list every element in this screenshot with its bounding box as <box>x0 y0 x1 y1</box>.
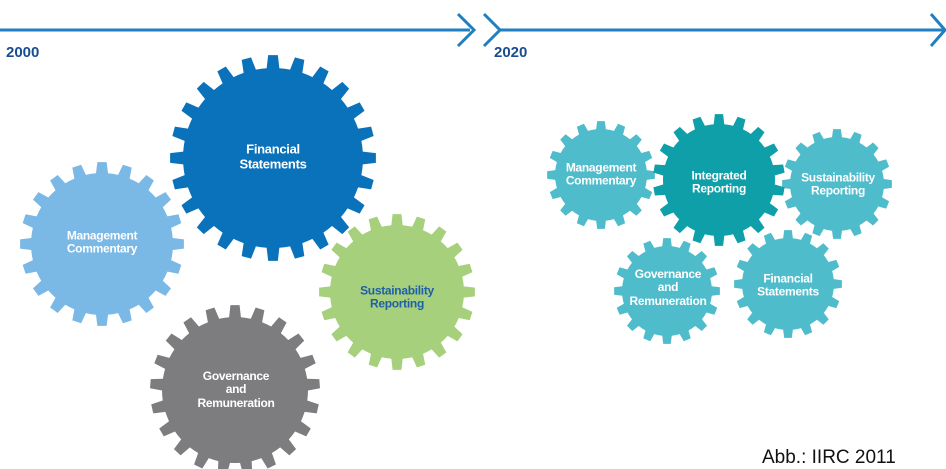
gear-management-commentary-2000 <box>20 162 184 326</box>
timeline-arrow-2000 <box>0 12 477 48</box>
label-line: Management <box>66 228 138 243</box>
label-line: Sustainability <box>360 283 434 298</box>
label-line: and <box>225 382 247 397</box>
label-line: Governance <box>634 266 702 281</box>
label-line: Reporting <box>811 184 865 198</box>
label-line: Remuneration <box>197 395 275 410</box>
timeline-arrow-2020 <box>482 12 946 48</box>
label-line: Financial <box>246 141 300 157</box>
gear-management-commentary-2020 <box>547 121 655 229</box>
label-line: Statements <box>239 156 307 171</box>
label-line: Governance <box>202 368 270 383</box>
gear-governance-remuneration-2020 <box>614 238 720 344</box>
gear-sustainability-reporting-2000 <box>319 214 475 370</box>
label-line: Commentary <box>66 242 138 256</box>
label-line: Statements <box>757 285 819 299</box>
gear-financial-statements-2020 <box>734 230 842 338</box>
label-line: Sustainability <box>801 170 875 185</box>
gear-integrated-reporting-2020 <box>653 114 785 246</box>
gear-governance-remuneration-2000 <box>150 305 320 469</box>
gear-sustainability-reporting-2020 <box>782 129 892 239</box>
year-label-2020: 2020 <box>494 44 528 61</box>
year-label-2000: 2000 <box>6 44 40 61</box>
label-line: Reporting <box>692 182 746 196</box>
label-line: Integrated <box>691 168 747 183</box>
source-credit: Abb.: IIRC 2011 <box>762 447 896 468</box>
label-line: Remuneration <box>629 293 707 308</box>
label-line: Commentary <box>565 174 637 188</box>
label-line: and <box>657 280 679 295</box>
label-line: Reporting <box>370 297 424 311</box>
label-line: Management <box>565 160 637 175</box>
gear-financial-statements-2000 <box>170 55 376 261</box>
label-line: Financial <box>763 271 813 286</box>
